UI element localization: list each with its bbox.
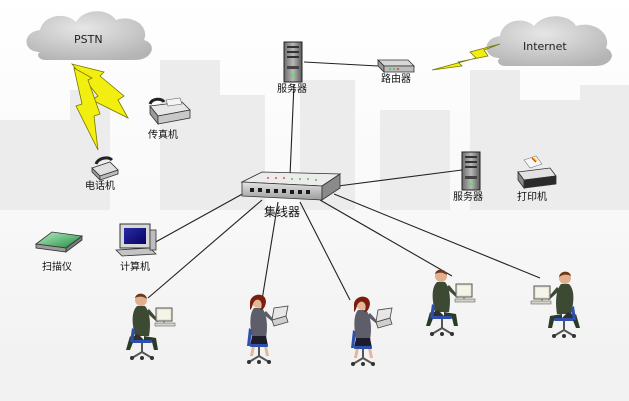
internet-cloud <box>486 16 612 66</box>
hub-icon <box>240 171 342 201</box>
scanner-icon <box>34 231 84 253</box>
printer-label: 打印机 <box>517 190 547 203</box>
lightning-internet-router-icon <box>431 43 501 71</box>
pstn-cloud <box>26 11 152 60</box>
scanner-label: 扫描仪 <box>42 260 72 273</box>
connection-lines <box>147 61 541 301</box>
telephone-icon <box>91 156 119 181</box>
lightning-pstn-phone-icon <box>73 67 101 151</box>
phone-label: 电话机 <box>85 179 115 192</box>
fax-machine-icon <box>148 97 191 126</box>
pstn-label: PSTN <box>74 33 103 46</box>
router-icon <box>377 59 415 73</box>
internet-label: Internet <box>523 40 567 53</box>
computer-icon <box>115 223 157 257</box>
hub-label: 集线器 <box>264 204 300 219</box>
server-right-icon <box>461 151 481 191</box>
server-right-label: 服务器 <box>453 190 483 203</box>
server-top-icon <box>283 41 303 83</box>
router-label: 路由器 <box>381 72 411 85</box>
fax-label: 传真机 <box>148 128 178 141</box>
server-top-label: 服务器 <box>277 82 307 95</box>
computer-label: 计算机 <box>120 260 150 273</box>
printer-icon <box>517 155 557 190</box>
